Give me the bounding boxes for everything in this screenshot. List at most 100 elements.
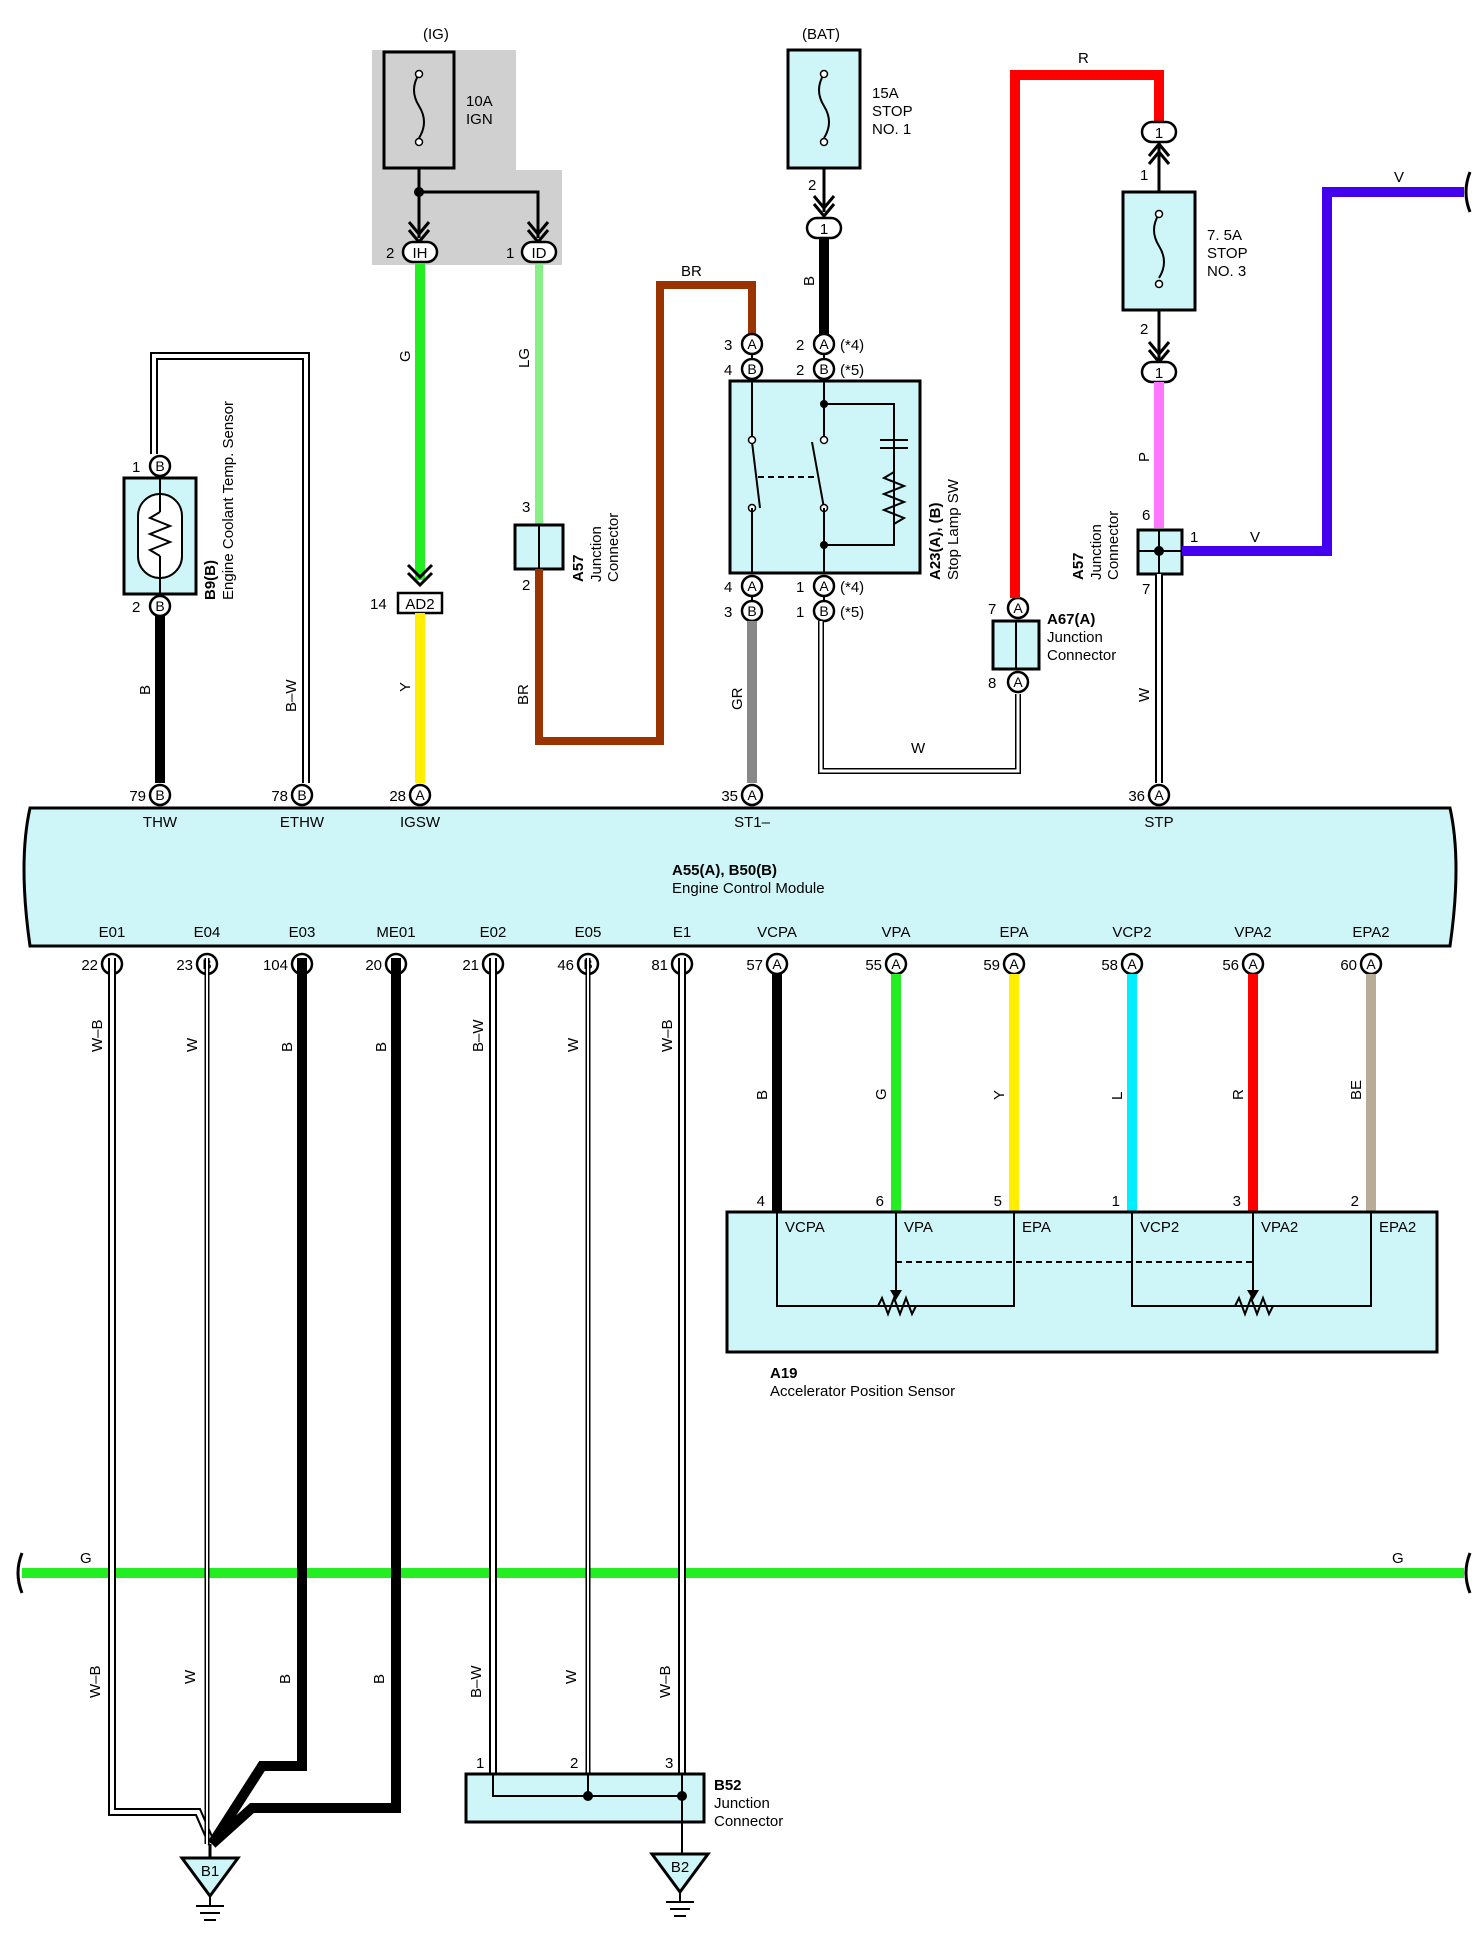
- a19-pin-number-3: 1: [1112, 1193, 1120, 1210]
- b52-name1: Junction: [714, 1795, 770, 1812]
- b52-name2: Connector: [714, 1813, 783, 1830]
- a67-pin-top: 7: [988, 601, 996, 618]
- w-wire-stp: W: [1136, 574, 1163, 783]
- a57-left-name1: Junction: [588, 526, 605, 582]
- wire-label-r-top: R: [1078, 50, 1089, 67]
- ign-fuse-rating: 10A: [466, 93, 493, 110]
- ecm-bottom-pin-e1-number: 81: [651, 957, 668, 974]
- ecm-bottom-signal-11: VPA2: [1234, 924, 1271, 941]
- a57-right-id: A57: [1070, 552, 1087, 580]
- ecm-bottom-signal-7: VCPA: [757, 924, 797, 941]
- bat-inline-connector: 1: [820, 221, 828, 238]
- sw-pin-2b: 2: [796, 362, 804, 379]
- stop1-fuse-pin: 2: [808, 177, 816, 194]
- a19-signal-2: EPA: [1022, 1219, 1051, 1236]
- b9-conn-top: B: [155, 458, 164, 474]
- ecm-bottom-pin-me01-number: 20: [365, 957, 382, 974]
- b9-pin-2: 2: [132, 599, 140, 616]
- ecm-bottom-signal-9: EPA: [1000, 924, 1029, 941]
- id-pin: 1: [506, 245, 514, 262]
- ecm-bottom-wire-label-11: R: [1230, 1089, 1247, 1100]
- ecm-bottom-pin-e05-number: 46: [557, 957, 574, 974]
- g-bus-lower: G G: [16, 1550, 1472, 1594]
- ign-fuse-name: IGN: [466, 111, 493, 128]
- ecm-top-pin-igsw-circle: [408, 783, 432, 807]
- lg-wire: LG 3 2 A57 Junction Connector: [513, 264, 622, 594]
- ecm-bottom-signal-6: E1: [673, 924, 691, 941]
- a19-pin-number-0: 4: [757, 1193, 765, 1210]
- sw-pin-2a: 2: [796, 337, 804, 354]
- ground-b1-label: B1: [201, 1863, 219, 1880]
- v-wire: V V: [1182, 169, 1472, 556]
- sw-conn-a-top-left: A: [747, 336, 757, 352]
- ad2-pin: 14: [370, 596, 387, 613]
- ih-pin: 2: [386, 245, 394, 262]
- r-wire-top: R: [1010, 50, 1164, 598]
- gr-wire: GR: [729, 621, 757, 783]
- ecm-bottom-signal-2: E03: [289, 924, 316, 941]
- a57-left-pin-top: 3: [522, 499, 530, 516]
- ecm-bottom-wire-label-4: B–W: [470, 1019, 487, 1052]
- a19-signal-3: VCP2: [1140, 1219, 1179, 1236]
- id-connector: [520, 240, 558, 264]
- a57-left-pin-bottom: 2: [522, 577, 530, 594]
- sw-conn-b-bottom-right: B: [819, 603, 828, 619]
- wire-label-wb-e1-low: W–B: [657, 1665, 674, 1698]
- sw-pin-3: 3: [724, 337, 732, 354]
- ecm-bottom-pin-vpa2-number: 56: [1222, 957, 1239, 974]
- ecm-bottom-pin-e02-number: 21: [462, 957, 479, 974]
- a19-pin-number-4: 3: [1233, 1193, 1241, 1210]
- ecm-bottom-signal-10: VCP2: [1112, 924, 1151, 941]
- b52-pin-2: 2: [570, 1755, 578, 1772]
- a19-pin-number-2: 5: [994, 1193, 1002, 1210]
- ecm-top-pin-stp-conn: A: [1154, 787, 1164, 803]
- wire-label-br-bottom: BR: [515, 684, 532, 705]
- a19-signal-4: VPA2: [1261, 1219, 1298, 1236]
- ecm-bottom-pin-e03-number: 104: [263, 957, 288, 974]
- ecm-bottom-wire-label-12: BE: [1348, 1080, 1365, 1100]
- ecm-top-pin-thw-conn: B: [155, 787, 164, 803]
- stop1-fuse-number: NO. 1: [872, 121, 911, 138]
- stop3-inline-bottom: 1: [1155, 365, 1163, 382]
- ecm-bottom-pin-epa-number: 59: [983, 957, 1000, 974]
- ecm-top-pin-stp-number: 36: [1128, 788, 1145, 805]
- a23-name: Stop Lamp SW: [945, 478, 962, 580]
- ground-b1: B1: [179, 1844, 241, 1921]
- sw-conn-a-bottom-right: A: [819, 578, 829, 594]
- sw-note-5-bottom: (*5): [840, 604, 864, 621]
- ecm-bottom-signal-12: EPA2: [1352, 924, 1389, 941]
- ecm-bottom-wire-label-5: W: [565, 1037, 582, 1052]
- br-wire: BR BR: [515, 263, 756, 745]
- ground-b2: B2: [649, 1852, 711, 1917]
- wire-label-p: P: [1136, 452, 1153, 462]
- a67-conn-top: A: [1013, 600, 1023, 616]
- stop1-fuse-name: STOP: [872, 103, 913, 120]
- ecm-top-pin-thw-circle: [148, 783, 172, 807]
- ecm-top-pin-ethw-number: 78: [271, 788, 288, 805]
- a57-right-pin-out: 7: [1142, 581, 1150, 598]
- sw-pin-1a: 1: [796, 579, 804, 596]
- ecm-bottom-signal-4: E02: [480, 924, 507, 941]
- ecm-bottom-pin-e01-number: 22: [81, 957, 98, 974]
- ecm-bottom-pin-epa2-conn: A: [1366, 956, 1376, 972]
- a67-name2: Connector: [1047, 647, 1116, 664]
- wire-label-b-me01-low: B: [371, 1674, 388, 1684]
- sw-conn-a-bottom-left: A: [747, 578, 757, 594]
- ecm-bottom-signal-8: VPA: [882, 924, 911, 941]
- a67-pin-bottom: 8: [988, 675, 996, 692]
- sw-pin-3b: 3: [724, 604, 732, 621]
- ad2-connector-label: AD2: [405, 596, 434, 613]
- a67-junction: A 7 A 8 A67(A) Junction Connector: [988, 596, 1116, 694]
- engine-control-module: A55(A), B50(B) Engine Control Module: [22, 806, 1458, 948]
- a19-signal-5: EPA2: [1379, 1219, 1416, 1236]
- ecm-top-pin-igsw-number: 28: [389, 788, 406, 805]
- wire-label-v-upper: V: [1394, 169, 1404, 186]
- wire-label-lg: LG: [516, 348, 533, 368]
- accelerator-position-sensor: A19 Accelerator Position Sensor: [725, 1210, 1439, 1400]
- ecm-top-pin-igsw-conn: A: [415, 787, 425, 803]
- ecm-bottom-pin-epa2-number: 60: [1340, 957, 1357, 974]
- b9-id: B9(B): [202, 560, 219, 600]
- a19-pin-number-5: 2: [1351, 1193, 1359, 1210]
